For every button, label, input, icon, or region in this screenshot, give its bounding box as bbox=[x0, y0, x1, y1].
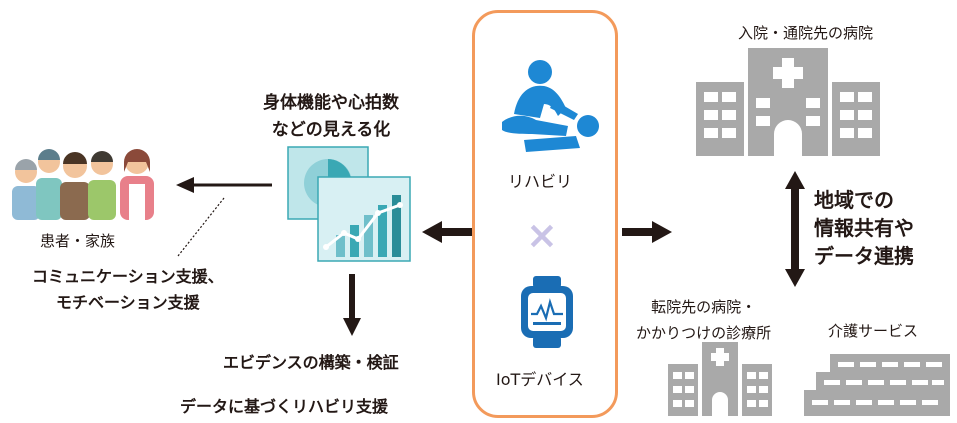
chart-illustration-icon bbox=[287, 146, 411, 262]
center-frame bbox=[472, 10, 618, 418]
cross-icon: × bbox=[526, 213, 558, 257]
arrow-to-patients bbox=[176, 177, 272, 193]
clinic-building-icon bbox=[668, 342, 772, 416]
iot-device-label: IoTデバイス bbox=[496, 370, 584, 389]
rehab-label: リハビリ bbox=[508, 172, 573, 191]
smartwatch-icon bbox=[521, 276, 573, 348]
care-facility-building-icon bbox=[804, 354, 950, 416]
arrow-right-center bbox=[622, 221, 672, 243]
rehabilitation-icon bbox=[502, 60, 599, 152]
patients-family-label: 患者・家族 bbox=[40, 232, 116, 250]
visualization-title: 身体機能や心拍数 などの見える化 bbox=[263, 93, 399, 140]
evidence-building-text: エビデンスの構築・検証 bbox=[223, 353, 399, 372]
dotted-leader-line bbox=[177, 197, 225, 257]
data-based-rehab-text: データに基づくリハビリ支援 bbox=[180, 397, 389, 416]
patients-family-icon bbox=[12, 149, 154, 220]
hospital-label: 入院・通院先の病院 bbox=[738, 24, 874, 42]
care-service-label: 介護サービス bbox=[828, 322, 919, 340]
clinic-label: 転院先の病院・ かかりつけの診療所 bbox=[636, 298, 772, 342]
regional-sharing-text: 地域での 情報共有や データ連携 bbox=[814, 188, 914, 268]
communication-support-text: コミュニケーション支援、 モチベーション支援 bbox=[32, 267, 224, 312]
arrow-left-center bbox=[422, 221, 472, 243]
vertical-double-arrow bbox=[785, 171, 805, 287]
hospital-building-icon bbox=[696, 48, 880, 156]
arrow-down-evidence bbox=[343, 274, 361, 336]
